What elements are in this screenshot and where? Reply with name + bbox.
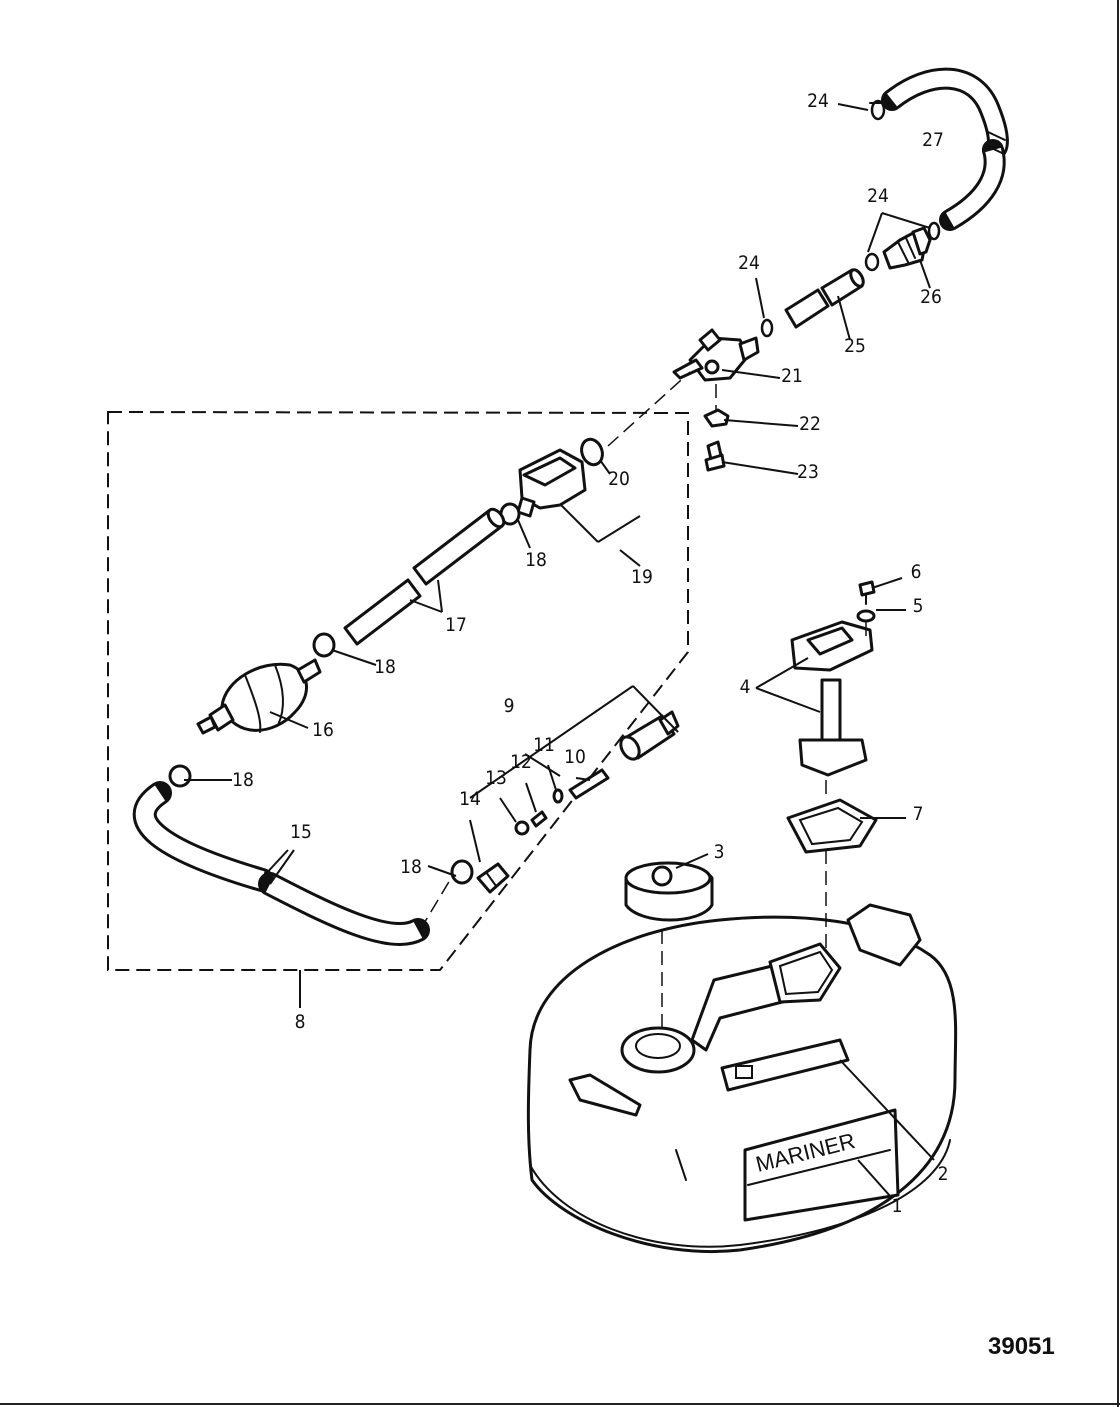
fuel-connector-19 — [516, 448, 587, 518]
callout-9: 9 — [504, 695, 515, 717]
callout-20: 20 — [608, 468, 630, 490]
ferrule-18-left — [168, 764, 192, 788]
callout-21: 21 — [781, 365, 803, 387]
leader-lines — [184, 103, 935, 1197]
alignment-line-connector — [607, 371, 691, 447]
callout-18: 18 — [232, 769, 254, 791]
ball-11 — [552, 788, 564, 804]
callout-4: 4 — [740, 676, 751, 698]
callout-1: 1 — [892, 1195, 903, 1217]
callout-6: 6 — [911, 561, 922, 583]
fuel-connector-9 — [619, 710, 680, 761]
callout-19: 19 — [631, 566, 653, 588]
callout-5: 5 — [913, 595, 924, 617]
nut-22 — [703, 408, 730, 428]
hose-segment-25 — [784, 268, 865, 329]
callout-7: 7 — [913, 803, 924, 825]
fuel-cap-3 — [624, 861, 714, 922]
fuel-hose-27 — [881, 67, 1009, 231]
hose-clip-24-mid-left — [864, 252, 880, 272]
alignment-line-hose — [419, 879, 451, 931]
callout-16: 16 — [312, 719, 334, 741]
callout-27: 27 — [922, 129, 944, 151]
screw-6 — [858, 580, 876, 605]
gasket-7 — [786, 798, 878, 854]
hose-clip-24-top — [869, 99, 887, 121]
fuel-connector-26 — [882, 226, 932, 270]
fuel-line-assembly-boundary — [107, 410, 689, 971]
fuel-tank-1: MARINER — [526, 903, 958, 1254]
fitting-14 — [476, 862, 510, 894]
callout-17: 17 — [445, 614, 467, 636]
callout-numbers: 1234567891011121314151617181818181920212… — [232, 90, 948, 1217]
fuel-pickup-4 — [790, 620, 874, 777]
callout-8: 8 — [295, 1011, 306, 1033]
screw-23 — [704, 440, 726, 472]
page-bottom-edge — [0, 1403, 1120, 1405]
washer-5 — [856, 609, 876, 623]
hose-clip-24-mid-right — [927, 221, 941, 241]
callout-18: 18 — [400, 856, 422, 878]
ferrule-18-lower — [450, 859, 474, 885]
o-ring-20 — [580, 437, 604, 467]
callout-13: 13 — [485, 767, 507, 789]
callout-10: 10 — [564, 746, 586, 768]
fuel-hose-17 — [343, 507, 506, 646]
callout-14: 14 — [459, 788, 481, 810]
callout-22: 22 — [799, 413, 821, 435]
callout-2: 2 — [938, 1163, 949, 1185]
ferrule-18-middle — [312, 632, 336, 658]
callout-24: 24 — [867, 185, 889, 207]
callout-18: 18 — [525, 549, 547, 571]
pin-10 — [568, 768, 610, 800]
washer-13 — [514, 820, 530, 836]
callout-23: 23 — [797, 461, 819, 483]
hose-clip-24-lower — [760, 318, 774, 338]
callout-15: 15 — [290, 821, 312, 843]
figure-reference-number: 39051 — [988, 1333, 1055, 1360]
fuel-hose-15 — [132, 781, 430, 946]
callout-18: 18 — [374, 656, 396, 678]
callout-12: 12 — [510, 751, 532, 773]
page-right-edge — [1117, 0, 1119, 1407]
callout-24: 24 — [738, 252, 760, 274]
callout-3: 3 — [714, 841, 725, 863]
primer-bulb-16 — [196, 658, 322, 735]
callout-25: 25 — [844, 335, 866, 357]
callout-26: 26 — [920, 286, 942, 308]
callout-24: 24 — [807, 90, 829, 112]
callout-11: 11 — [533, 734, 555, 756]
spring-12 — [530, 810, 548, 828]
